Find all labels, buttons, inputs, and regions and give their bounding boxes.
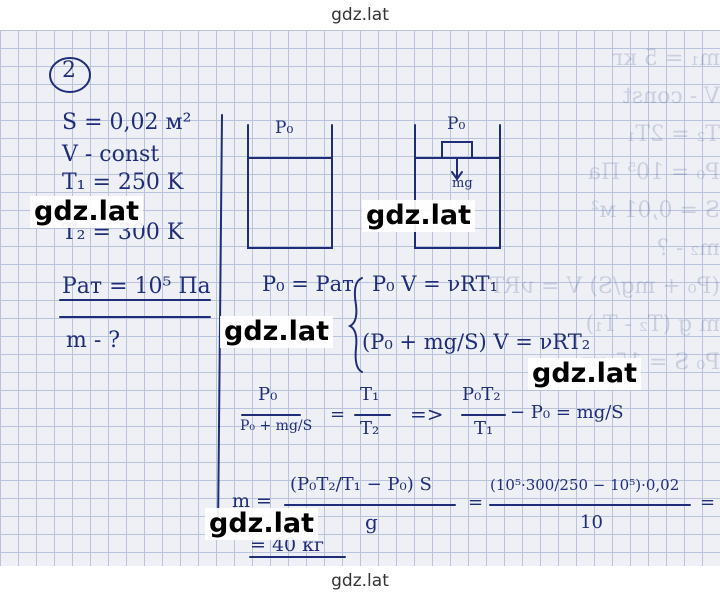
ratio-rhs-denominator: T₂	[360, 418, 380, 439]
left-vessel-pressure-label: P₀	[275, 118, 294, 138]
problem-number-circle	[49, 57, 91, 93]
implies-arrow: =>	[410, 402, 444, 426]
pressure-relation: P₀ = Pат	[262, 272, 354, 296]
header-watermark: gdz.lat	[331, 5, 389, 25]
ratio-lhs-numerator: P₀	[258, 384, 278, 405]
load-weight	[441, 141, 473, 159]
watermark-overlay: gdz.lat	[30, 196, 144, 228]
final-prefix: m =	[232, 490, 272, 512]
watermark-overlay: gdz.lat	[362, 200, 476, 232]
problem-number: 2	[62, 58, 76, 83]
equals-sign-3: =	[700, 492, 716, 513]
find-mass: m - ?	[66, 328, 121, 353]
given-atm-pressure: Pат = 10⁵ Па	[62, 274, 211, 299]
watermark-overlay: gdz.lat	[528, 358, 642, 390]
given-area: S = 0,02 м²	[62, 110, 192, 135]
left-vessel	[247, 124, 333, 249]
result-denominator: T₁	[474, 418, 494, 439]
state-equation-1: P₀ V = νRT₁	[372, 272, 498, 296]
force-arrowhead	[451, 171, 463, 181]
ratio-lhs-denominator: P₀ + mg/S	[240, 418, 313, 434]
equals-sign-2: =	[468, 492, 484, 513]
system-brace	[347, 277, 363, 373]
notebook-page: m₁ = 5 кг V - const T₂ = 2T₁ P₀ = 10⁵ Па…	[0, 30, 720, 566]
watermark-overlay: gdz.lat	[220, 316, 334, 348]
footer-watermark: gdz.lat	[331, 571, 389, 591]
result-numerator: P₀T₂	[462, 384, 501, 405]
final-denominator: g	[365, 510, 378, 534]
ratio-rhs-numerator: T₁	[360, 384, 380, 405]
result-tail: − P₀ = mg/S	[510, 402, 624, 423]
state-equation-2: (P₀ + mg/S) V = νRT₂	[362, 330, 591, 354]
equals-sign-1: =	[330, 404, 346, 425]
right-vessel-pressure-label: P₀	[447, 114, 466, 134]
given-volume: V - const	[62, 142, 160, 167]
given-t1: T₁ = 250 K	[62, 170, 184, 195]
numeric-denominator: 10	[580, 512, 603, 533]
ink-drawings	[49, 57, 691, 558]
force-label: mg	[452, 176, 473, 191]
right-vessel	[414, 124, 501, 249]
watermark-overlay: gdz.lat	[205, 508, 319, 540]
final-numerator: (P₀T₂/T₁ − P₀) S	[290, 474, 432, 495]
numeric-numerator: (10⁵·300/250 − 10⁵)·0,02	[490, 476, 680, 494]
